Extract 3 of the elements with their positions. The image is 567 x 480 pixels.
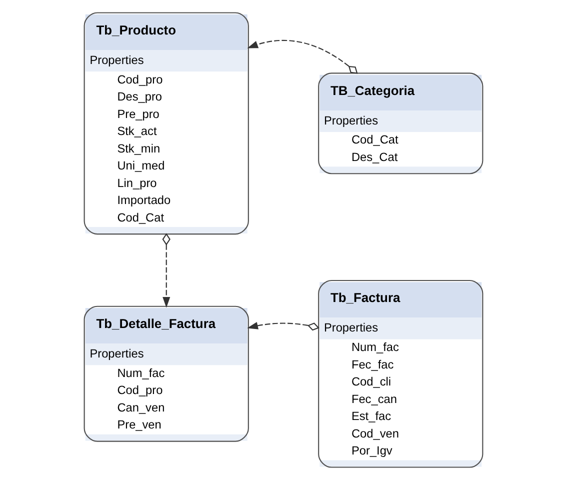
arrow [247,40,358,74]
arrow [162,233,170,308]
arrow [247,322,320,331]
